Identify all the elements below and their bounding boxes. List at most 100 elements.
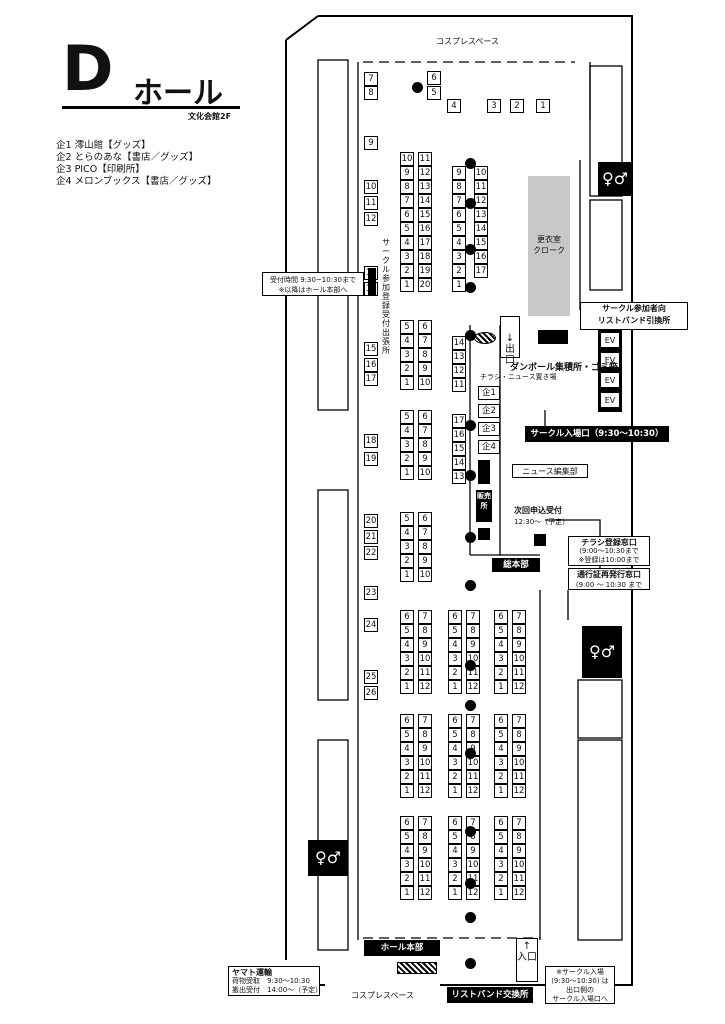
booth: 13	[452, 350, 466, 364]
pillar-dot	[465, 580, 476, 591]
wall-booth: 19	[364, 452, 378, 466]
hall-subtitle: 文化会館2F	[188, 112, 232, 121]
booth: 6	[494, 610, 508, 624]
booth: 10	[400, 152, 414, 166]
booth: 7	[466, 714, 480, 728]
booth: 14	[474, 222, 488, 236]
pillar-dot	[465, 244, 476, 255]
booth: 6	[400, 610, 414, 624]
wall-booth: 16	[364, 358, 378, 372]
exit-label: 出口	[505, 344, 515, 366]
elevator: EV	[600, 332, 620, 348]
booth: 3	[400, 756, 414, 770]
booth: 9	[400, 166, 414, 180]
booth: 8	[418, 348, 432, 362]
wall-booth: 7	[364, 72, 378, 86]
wall-booth: 21	[364, 530, 378, 544]
booth: 1	[452, 278, 466, 292]
danboru-marker	[474, 332, 496, 344]
news-desk: ニュース編集部	[512, 464, 588, 478]
booth: 7	[418, 424, 432, 438]
booth: 5	[448, 728, 462, 742]
booth: 7	[418, 714, 432, 728]
kigyo-list: 企1 澪山館【グッズ】 企2 とらのあな【書店／グッズ】 企3 PICO【印刷所…	[56, 140, 217, 188]
booth: 2	[400, 362, 414, 376]
pillar-dot	[465, 470, 476, 481]
booth: 9	[418, 638, 432, 652]
kigyo-booth: 企4	[478, 440, 500, 454]
booth: 1	[494, 784, 508, 798]
booth: 7	[512, 816, 526, 830]
danboru-label: ダンボール集積所・ゴミ箱	[510, 363, 619, 373]
booth: 11	[466, 770, 480, 784]
booth: 11	[418, 770, 432, 784]
restroom-icon: ♀♂	[598, 162, 632, 196]
booth: 6	[400, 714, 414, 728]
pillar-dot	[465, 660, 476, 671]
booth: 4	[448, 742, 462, 756]
booth: 14	[452, 336, 466, 350]
pillar-dot	[465, 420, 476, 431]
tsuko-title: 通行証再発行窓口	[577, 570, 641, 579]
booth: 11	[512, 872, 526, 886]
booth: 6	[494, 714, 508, 728]
cosplay-space-bottom: コスプレスペース	[325, 984, 440, 1008]
booth: 2	[400, 666, 414, 680]
booth: 5	[400, 830, 414, 844]
booth: 4	[494, 742, 508, 756]
booth: 11	[474, 180, 488, 194]
pillar-dot	[465, 912, 476, 923]
booth: 5	[400, 728, 414, 742]
booth: 12	[474, 194, 488, 208]
booth: 5	[400, 512, 414, 526]
booth: 1	[400, 886, 414, 900]
wristband-exchange: リストバンド交換所	[447, 987, 533, 1003]
wall-booth: 15	[364, 342, 378, 356]
booth: 8	[418, 540, 432, 554]
booth: 3	[400, 438, 414, 452]
booth: 1	[448, 784, 462, 798]
hatched-area	[397, 962, 437, 974]
yamato-in: 荷物受取 9:30～10:30	[232, 977, 310, 985]
kigyo-item: 企4 メロンブックス【書店／グッズ】	[56, 176, 217, 187]
booth: 2	[400, 264, 414, 278]
booth: 2	[494, 666, 508, 680]
booth: 4	[400, 844, 414, 858]
sales-office: 販売所	[476, 490, 492, 522]
booth: 1	[400, 278, 414, 292]
pillar-dot	[465, 532, 476, 543]
chirashi-desk-marker	[534, 534, 546, 546]
booth: 11	[452, 378, 466, 392]
chirashi-desk: チラシ登録窓口 (9:00～10:30まで ※登録は10:00まで	[568, 536, 650, 566]
booth: 2	[448, 770, 462, 784]
booth: 5	[494, 728, 508, 742]
hall-headquarters: ホール本部	[364, 940, 440, 956]
booth: 12	[418, 680, 432, 694]
entrance-marker[interactable]: ↑入口	[516, 938, 538, 982]
booth: 10	[418, 652, 432, 666]
tsuko-desk: 通行証再発行窓口 (9:00 ～ 10:30 まで	[568, 568, 650, 590]
booth: 5	[400, 320, 414, 334]
booth: 4	[400, 334, 414, 348]
wall-booth: 5	[427, 86, 441, 100]
headquarters: 総本部	[492, 558, 540, 572]
booth: 11	[418, 872, 432, 886]
wall-booth: 11	[364, 196, 378, 210]
booth: 4	[494, 638, 508, 652]
pillar-dot	[412, 82, 423, 93]
uketsuke-sub: ※以降はホール本部へ	[278, 286, 348, 294]
booth: 7	[418, 334, 432, 348]
exit-marker[interactable]: ↓出口	[500, 316, 520, 366]
booth: 6	[448, 714, 462, 728]
booth: 3	[400, 652, 414, 666]
wall-booth: 3	[487, 99, 501, 113]
pillar-dot	[465, 958, 476, 969]
booth: 13	[418, 180, 432, 194]
booth: 6	[494, 816, 508, 830]
wall-booth: 17	[364, 372, 378, 386]
elevator: EV	[600, 352, 620, 368]
booth: 15	[452, 442, 466, 456]
kigyo-item: 企2 とらのあな【書店／グッズ】	[56, 152, 199, 163]
changing-room: 更衣室 クローク	[528, 176, 570, 316]
